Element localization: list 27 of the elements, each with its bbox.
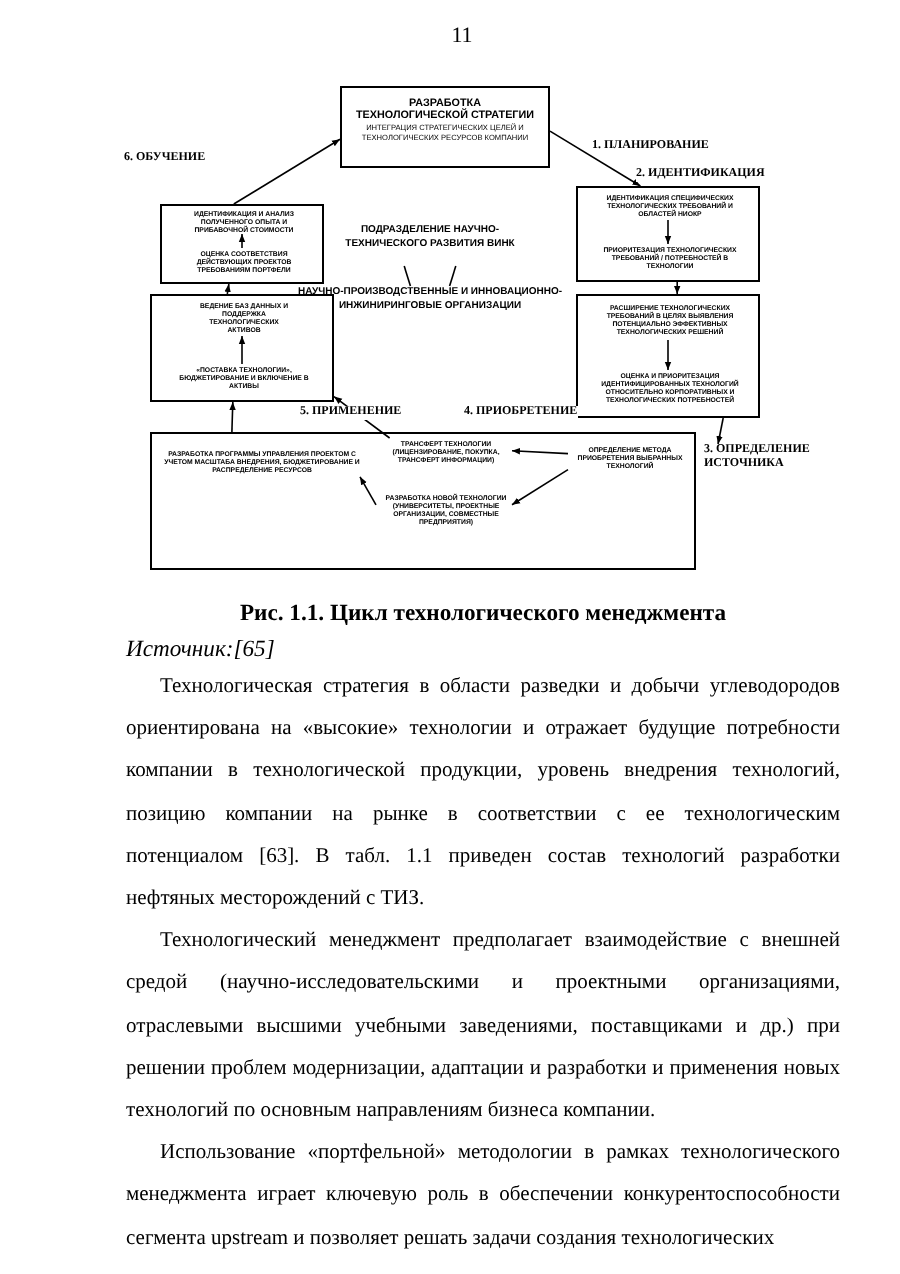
arrow — [238, 335, 246, 365]
stage-box — [150, 432, 696, 570]
arrow — [224, 283, 231, 295]
stage-box — [576, 294, 760, 418]
arrow — [229, 401, 236, 433]
arrow — [238, 233, 246, 249]
source-note: Источник:[65] — [126, 636, 277, 662]
paragraph: Технологический менеджмент предполагает взаимодействие с внешней средой (научно-исследовательскими и проектными организациями, отраслевыми высшими учебными заведениями, поставщиками и др.) при решении проблем модернизации, адаптации и разработки и применения новых технологий по основным направлениям бизнеса компании. — [126, 928, 840, 1127]
figure-caption: Рис. 1.1. Цикл технологического менеджмента — [237, 600, 729, 626]
paragraph: Технологическая стратегия в области разведки и добычи углеводородов ориентирована на «высокие» технологии и отражает будущие потребности компании в технологической продукции, уровень внедрения технологий, позицию компании на рынке в соответствии с ее технологическим потенциалом [63]. В табл. 1.1 приведен состав технологий разработки нефтяных месторождений с ТИЗ. — [126, 674, 840, 915]
arrow — [511, 468, 569, 506]
arrow — [549, 130, 642, 187]
stage-box — [576, 186, 760, 282]
arrow — [664, 219, 672, 245]
arrow — [674, 281, 681, 295]
arrow — [511, 448, 569, 455]
stage-box — [150, 294, 334, 402]
arrow — [664, 339, 672, 371]
strategy-box — [340, 86, 550, 168]
connector-line — [403, 265, 412, 287]
page-number: 11 — [449, 24, 475, 48]
paragraph: Использование «портфельной» методологии в рамках технологического менеджмента играет ключевую роль в обеспечении конкурентоспособности сегмента upstream и позволяет решать задачи создания технологических — [126, 1140, 840, 1254]
arrow — [233, 138, 341, 205]
arrow — [359, 476, 377, 506]
arrow — [716, 417, 724, 445]
stage-box — [160, 204, 324, 284]
connector-line — [448, 265, 457, 287]
